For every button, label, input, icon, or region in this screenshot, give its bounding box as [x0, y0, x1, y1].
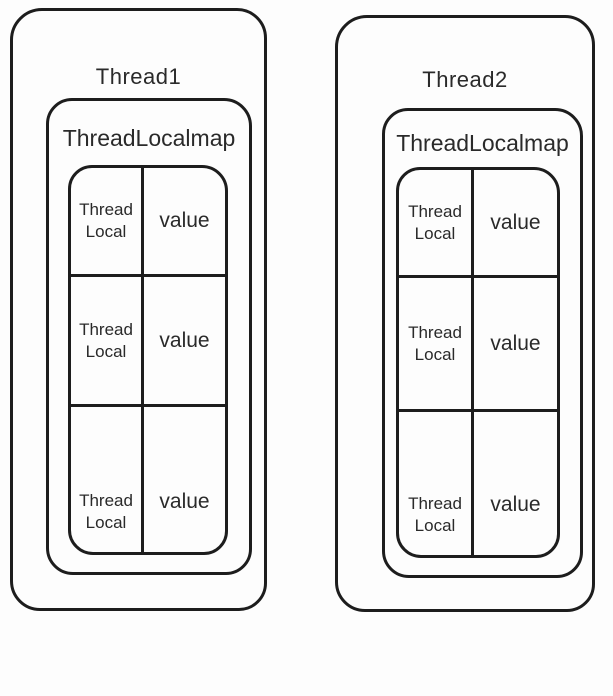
cell-text-line: Thread [408, 201, 462, 221]
thread1-row2-value-cell: value [144, 277, 225, 407]
thread2-row1-threadlocal-cell: Thread Local [399, 170, 474, 278]
thread1-row1-threadlocal-cell: Thread Local [71, 168, 144, 277]
thread2-row2-value-cell: value [474, 278, 557, 412]
cell-text-line: Local [85, 513, 127, 532]
thread1-entries-table: Thread Local value Thread Local value Th… [68, 165, 228, 555]
thread1-title: Thread1 [95, 64, 182, 89]
thread1-threadlocalmap-title: ThreadLocalmap [62, 125, 236, 151]
cell-text-line: Local [414, 516, 456, 535]
thread1-container: Thread1 ThreadLocalmap Thread Local valu… [10, 8, 267, 611]
cell-text-line: Thread [408, 494, 462, 513]
thread2-entries-table: Thread Local value Thread Local value Th… [396, 167, 560, 558]
cell-text-line: Local [414, 344, 456, 364]
cell-text-line: Local [85, 222, 127, 241]
cell-text-line: Thread [408, 322, 462, 342]
cell-text-line: Local [414, 223, 456, 243]
thread2-threadlocalmap-box: ThreadLocalmap Thread Local value Thread… [382, 108, 583, 578]
thread2-row2-threadlocal-cell: Thread Local [399, 278, 474, 412]
thread1-threadlocalmap-box: ThreadLocalmap Thread Local value Thread… [46, 98, 252, 575]
cell-text-line: Thread [79, 200, 133, 219]
thread2-container: Thread2 ThreadLocalmap Thread Local valu… [335, 15, 595, 612]
thread1-row3-threadlocal-cell: Thread Local [71, 407, 144, 552]
thread2-row3-value-cell: value [490, 493, 541, 516]
cell-text-line: Thread [79, 319, 133, 339]
thread2-title: Thread2 [422, 67, 508, 92]
cell-text-line: Thread [79, 491, 133, 510]
thread1-row1-value-cell: value [144, 168, 225, 277]
thread2-row1-value-cell: value [474, 170, 557, 278]
thread1-row2-threadlocal-cell: Thread Local [71, 277, 144, 407]
thread2-threadlocalmap-title: ThreadLocalmap [396, 130, 569, 156]
thread1-row3-value-cell: value [159, 490, 210, 513]
thread2-row3-threadlocal-cell: Thread Local [399, 412, 474, 555]
cell-text-line: Local [85, 341, 127, 361]
